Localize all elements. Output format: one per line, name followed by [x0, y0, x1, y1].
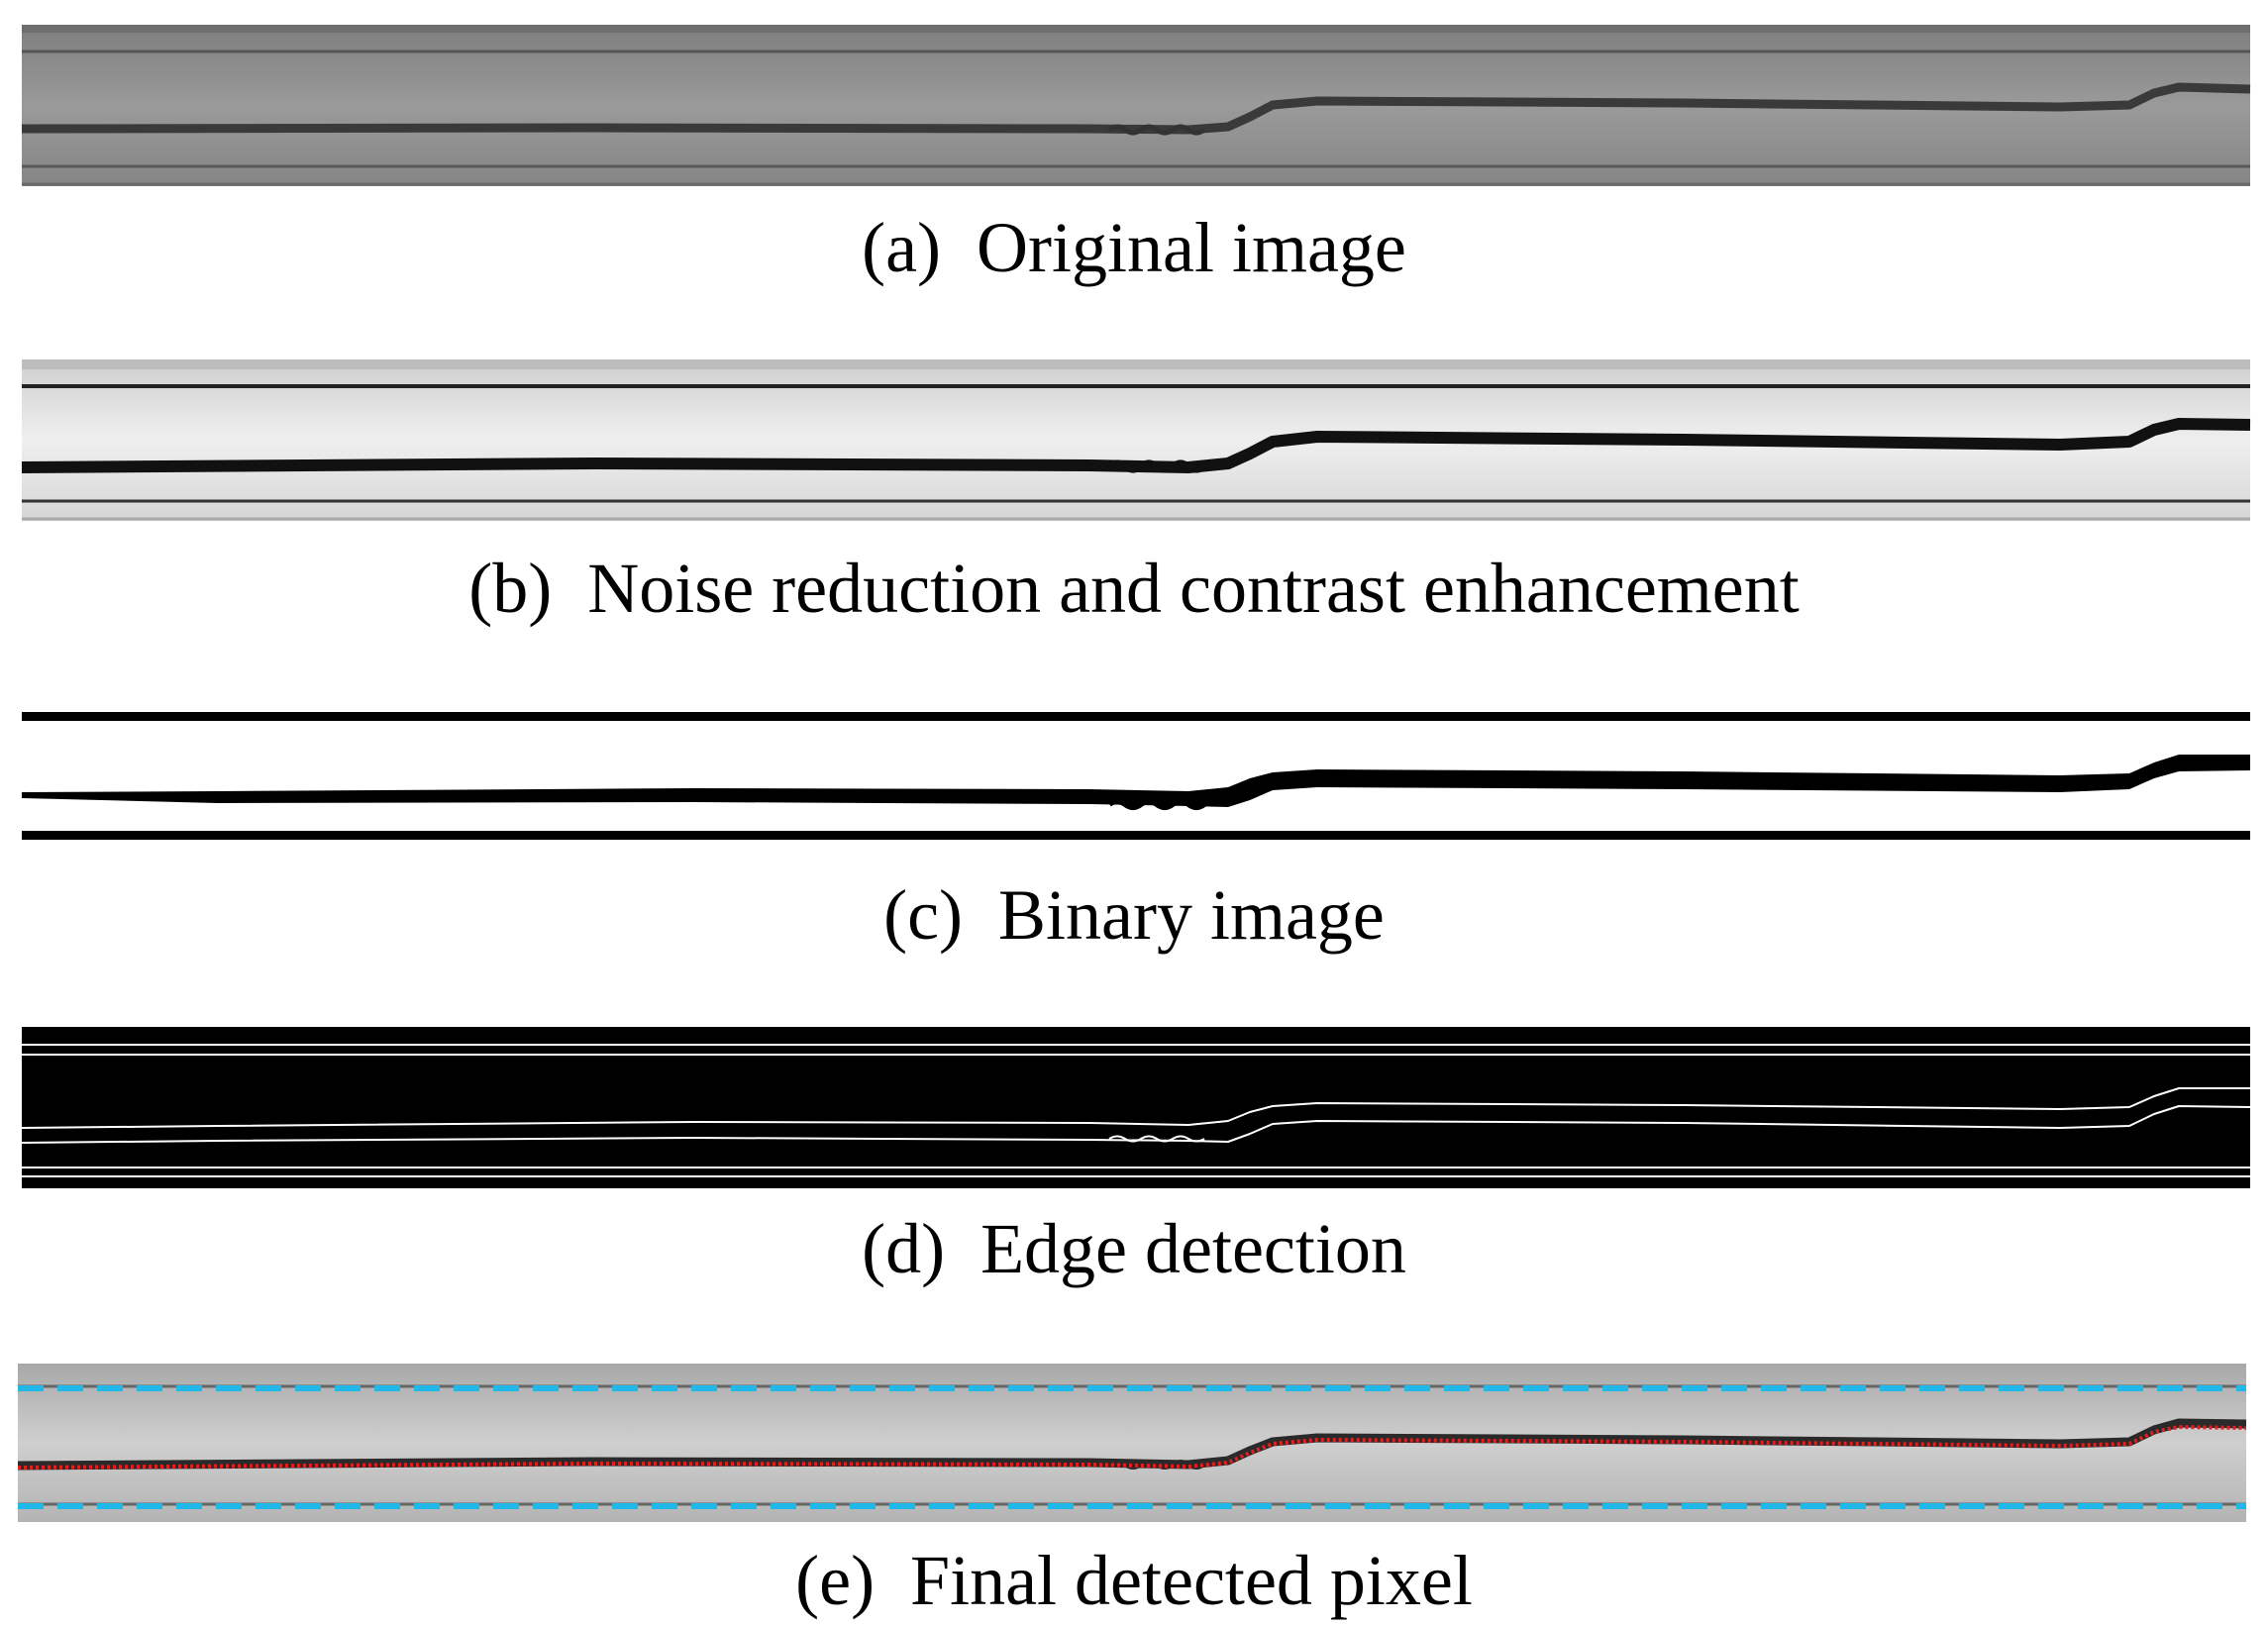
image-e: [17, 1364, 2247, 1522]
image-b: [21, 359, 2251, 521]
caption-a: (a) Original image: [862, 208, 1406, 287]
image-c: [22, 712, 2250, 840]
caption-d: (d) Edge detection: [862, 1209, 1406, 1288]
image-a: [21, 25, 2251, 186]
caption-c: (c) Binary image: [883, 875, 1385, 955]
caption-e: (e) Final detected pixel: [795, 1541, 1473, 1620]
image-d: [21, 1027, 2251, 1188]
detected-interface-line: [17, 1425, 2247, 1470]
caption-b: (b) Noise reduction and contrast enhance…: [468, 549, 1800, 628]
